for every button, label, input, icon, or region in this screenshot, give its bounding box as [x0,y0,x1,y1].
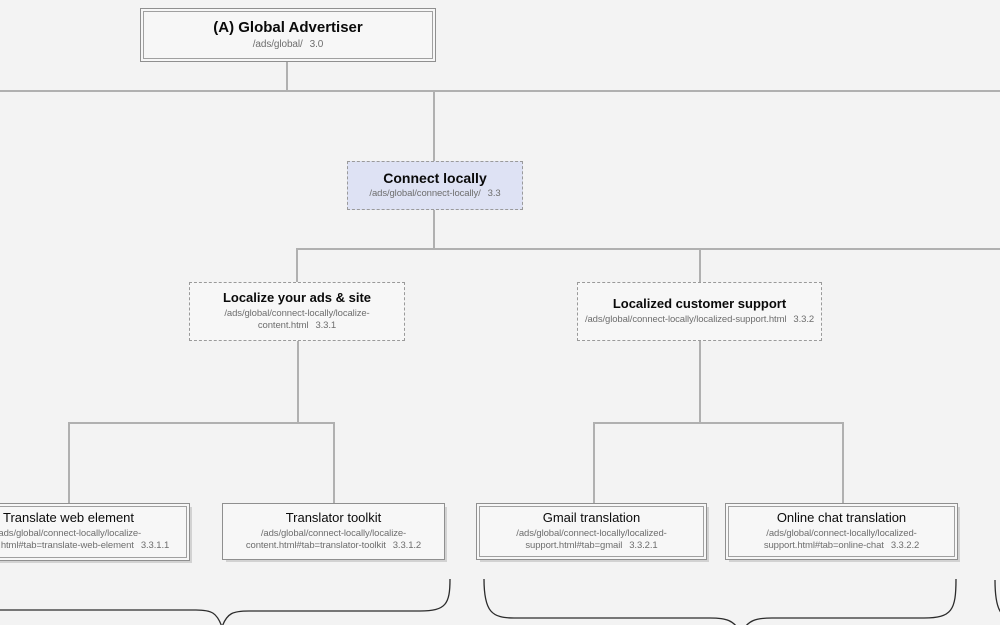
node-connect-locally: Connect locally /ads/global/connect-loca… [347,161,523,210]
node-online-chat-translation: Online chat translation /ads/global/conn… [725,503,958,560]
node-localized-customer-support: Localized customer support /ads/global/c… [577,282,822,341]
node-subtitle: /ads/global/connect-locally/localize-con… [0,528,186,553]
connector-localize-stem [297,341,299,422]
node-title: Connect locally [383,170,487,187]
node-number: 3.3 [487,188,501,200]
node-url: /ads/global/connect-locally/localized-su… [584,313,787,325]
node-title: Translate web element [2,510,135,526]
connector-support-stem [699,341,701,422]
brace-right-group [483,578,957,625]
node-subtitle: /ads/global/connect-locally/localized-su… [480,528,703,553]
node-title: Translator toolkit [285,509,382,525]
node-number: 3.3.2 [793,313,815,325]
connector-connect-bottom [433,210,435,248]
node-title: Localized customer support [612,295,787,311]
node-url: /ads/global/connect-locally/localized-su… [763,527,917,551]
node-url: /ads/global/connect-locally/localize-con… [245,527,407,551]
connector-toolkit-drop [333,424,335,503]
node-number: 3.3.1.1 [140,540,170,552]
node-subtitle: /ads/global/connect-locally/localize-con… [193,308,401,333]
connector-support-drop [699,250,701,282]
node-number: 3.0 [309,39,324,51]
node-subtitle: /ads/global/3.0 [253,38,324,51]
connector-right-subtree-horizontal [593,422,844,424]
node-subtitle: /ads/global/connect-locally/localized-su… [729,528,954,553]
connector-root-stem [286,61,288,91]
connector-translate-web-drop [68,424,70,503]
connector-gmail-drop [593,424,595,503]
node-translator-toolkit: Translator toolkit /ads/global/connect-l… [222,503,445,560]
node-translate-web-element: Translate web element /ads/global/connec… [0,503,190,561]
node-number: 3.3.2.1 [629,539,658,551]
connector-left-subtree-horizontal [68,422,335,424]
node-title: Localize your ads & site [222,289,372,305]
node-title: Online chat translation [776,509,907,525]
node-subtitle: /ads/global/connect-locally/3.3 [369,188,500,200]
node-url: /ads/global/connect-locally/localize-con… [224,307,370,331]
brace-offscreen-fragment [994,579,1000,613]
node-url: /ads/global/connect-locally/ [369,188,481,200]
node-url: /ads/global/ [252,39,303,51]
connector-localize-drop [296,250,298,282]
connector-online-chat-drop [842,424,844,503]
brace-left-group [0,578,451,625]
node-url: /ads/global/connect-locally/localize-con… [0,528,142,552]
node-global-advertiser: (A) Global Advertiser /ads/global/3.0 [140,8,436,62]
node-url: /ads/global/connect-locally/localized-su… [516,527,667,551]
node-title: Gmail translation [542,509,641,525]
connector-level1-horizontal [0,90,1000,92]
node-number: 3.3.1.2 [392,539,422,551]
node-localize-ads-site: Localize your ads & site /ads/global/con… [189,282,405,341]
connector-level2-horizontal [296,248,1000,250]
node-subtitle: /ads/global/connect-locally/localized-su… [585,314,814,326]
node-title: (A) Global Advertiser [213,18,363,36]
node-subtitle: /ads/global/connect-locally/localize-con… [226,528,441,553]
connector-connect-top [433,92,435,161]
node-number: 3.3.2.2 [890,539,920,551]
node-number: 3.3.1 [315,319,337,331]
node-gmail-translation: Gmail translation /ads/global/connect-lo… [476,503,707,560]
